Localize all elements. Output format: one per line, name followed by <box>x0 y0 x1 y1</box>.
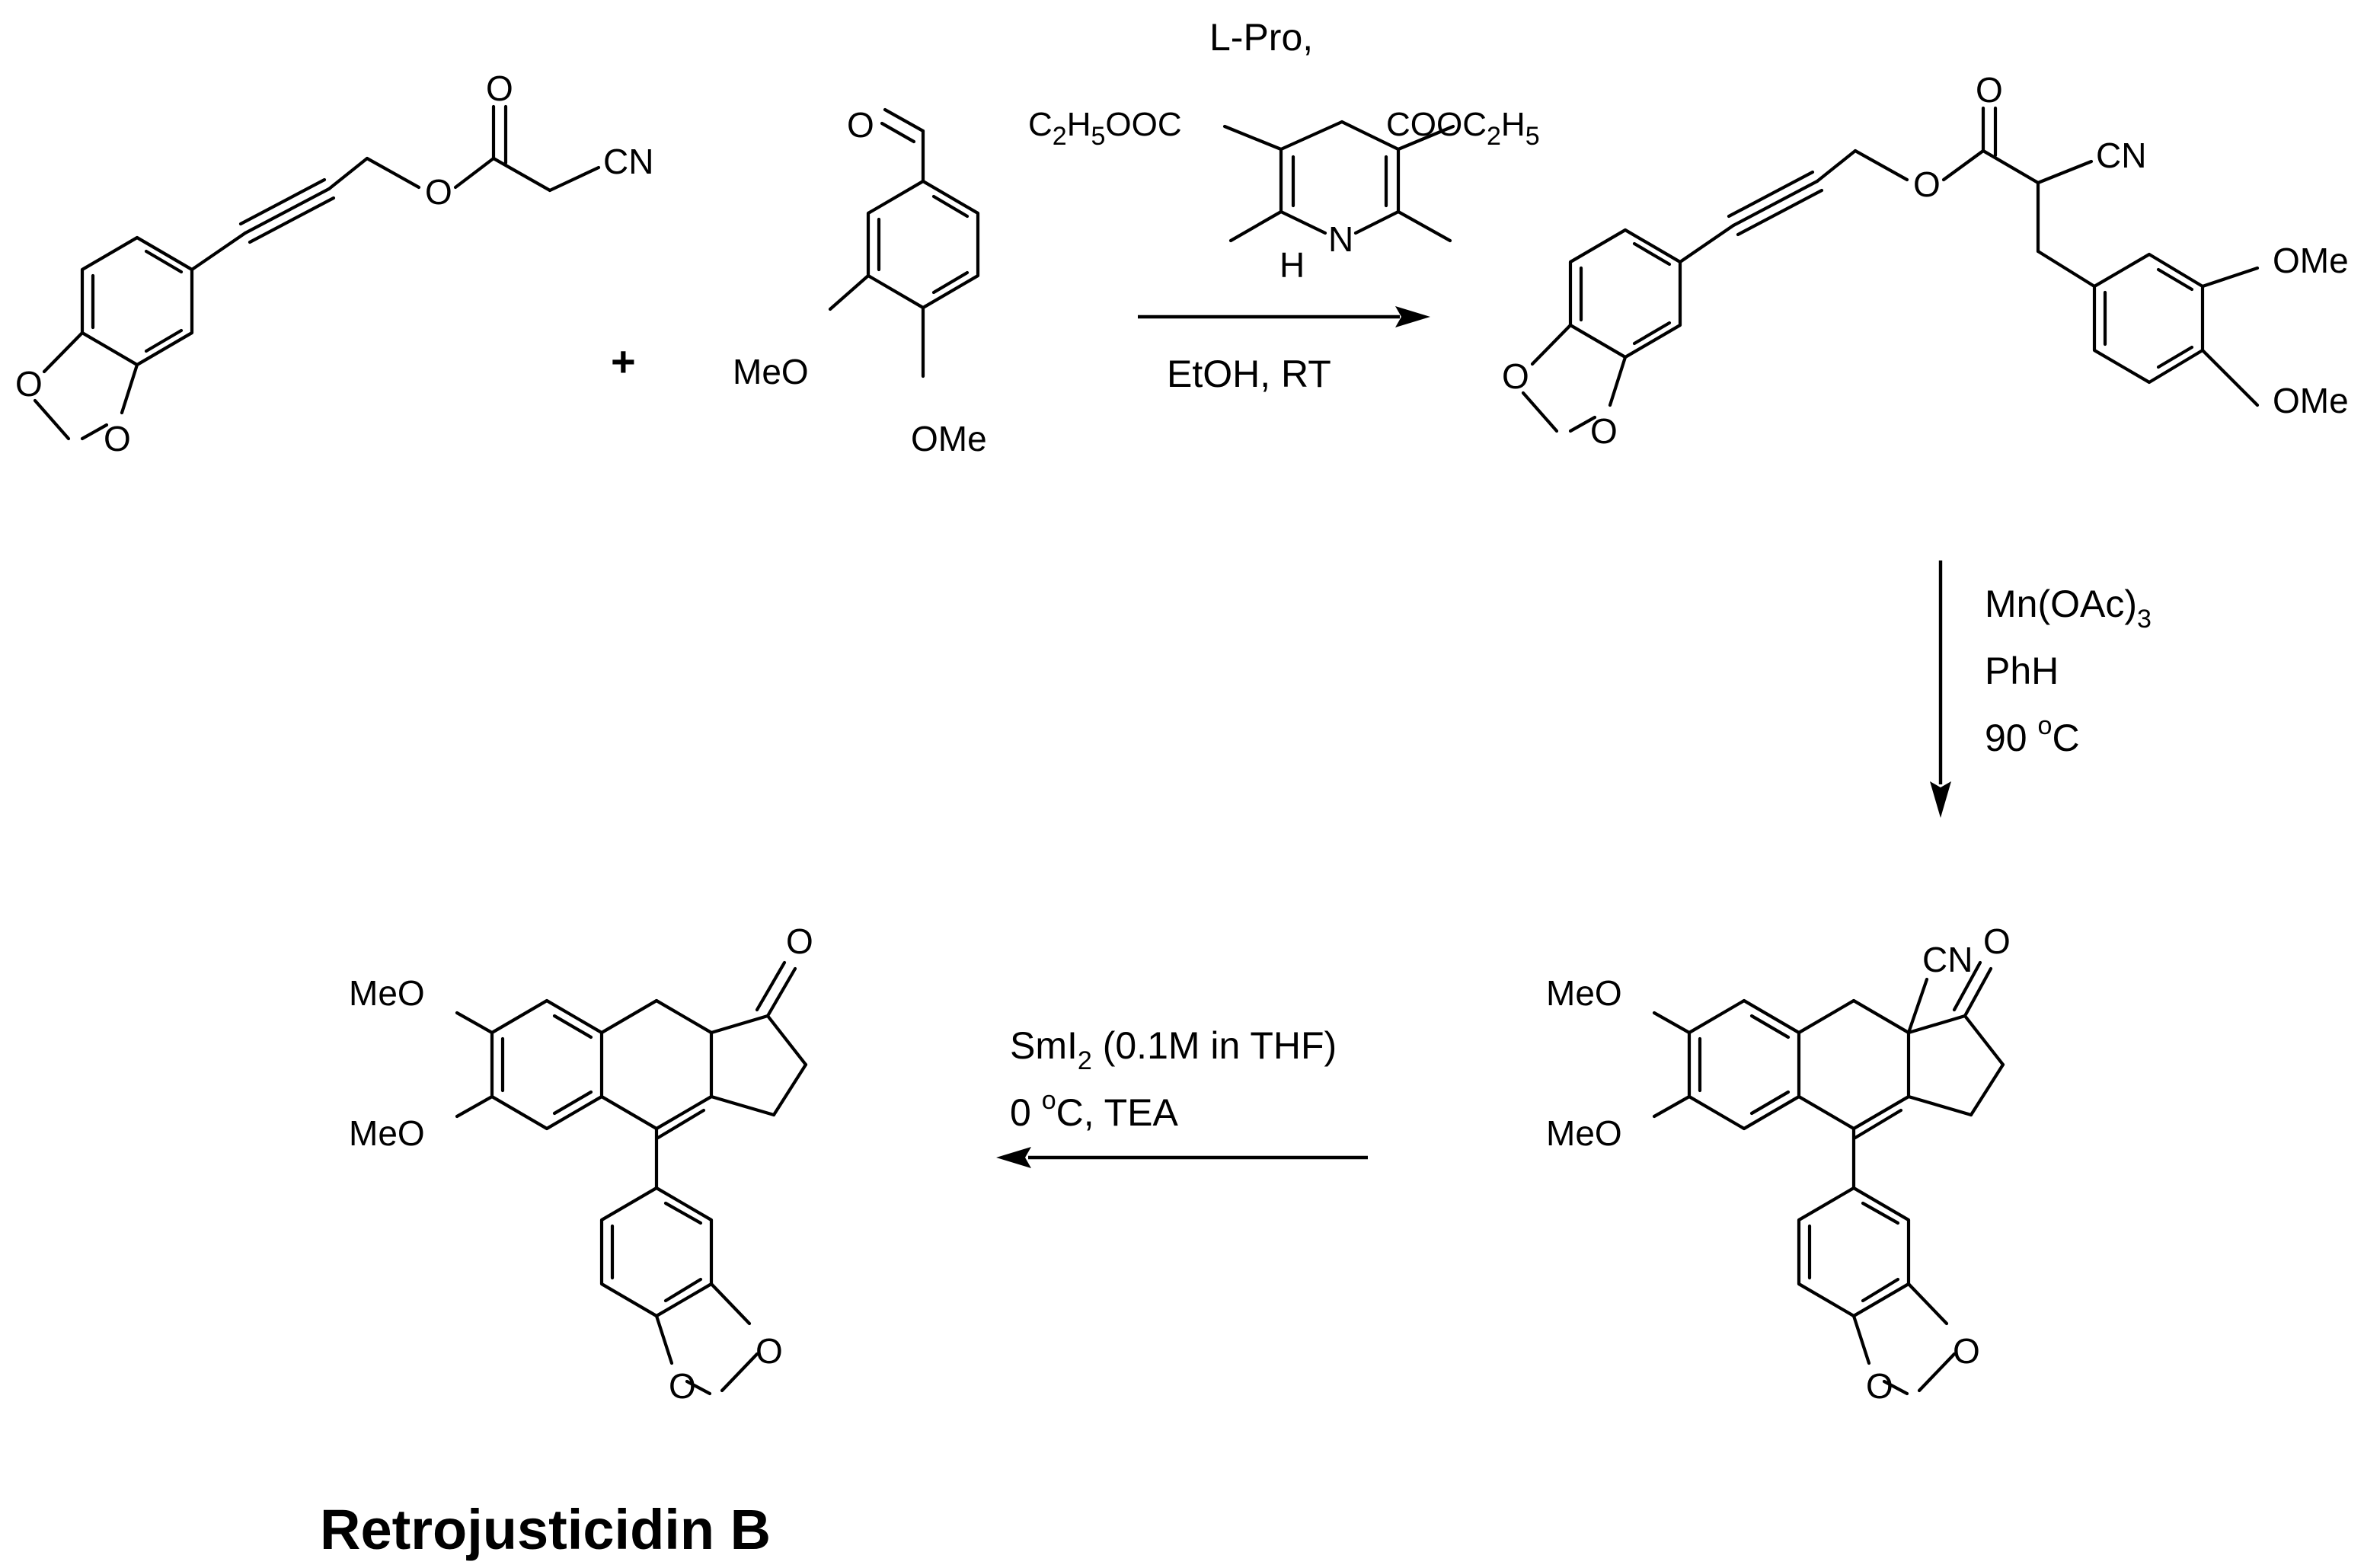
cyclized-meo-top: MeO <box>1546 973 1622 1013</box>
reagent-1-cn: CN <box>603 142 653 181</box>
cyclized-cn: CN <box>1922 940 1973 979</box>
intermediate-dioxole-o1: O <box>1502 356 1529 396</box>
hantzsch-right-ester: COOC2H5 <box>1386 106 1540 151</box>
product-name: Retrojusticidin B <box>320 1498 771 1561</box>
reagent-2-structure: O MeO OMe <box>733 105 987 458</box>
product-ketone-o: O <box>786 921 813 961</box>
intermediate-ome-top: OMe <box>2273 241 2349 280</box>
intermediate-dioxole-o2: O <box>1590 411 1618 451</box>
arrow-3-conditions: 0 oC, TEA <box>1010 1086 1179 1134</box>
intermediate-ester-o: O <box>1913 164 1941 204</box>
cyclized-meo-bottom: MeO <box>1546 1113 1622 1153</box>
cyclized-dioxole-o1: O <box>1953 1331 1980 1371</box>
reaction-arrow-3 <box>996 1147 1368 1168</box>
intermediate-structure: O O CN OMe OMe O O <box>1502 70 2349 451</box>
hantzsch-left-ester: C2H5OOC <box>1028 106 1182 151</box>
intermediate-ome-bottom: OMe <box>2273 381 2349 420</box>
cyclized-dioxole-o2: O <box>1866 1366 1893 1406</box>
reagent-2-ome: OMe <box>911 419 987 458</box>
arrow-1-conditions: EtOH, RT <box>1167 353 1331 395</box>
plus-sign: + <box>611 337 636 385</box>
hantzsch-h: H <box>1279 245 1305 285</box>
reagent-1-dioxole-o2: O <box>104 419 131 458</box>
hantzsch-ester-structure <box>1222 120 1455 243</box>
reagent-2-meo: MeO <box>733 352 809 391</box>
reagent-1-structure: O O CN O O <box>15 69 653 458</box>
cyclized-ketone-o: O <box>1983 921 2011 961</box>
hantzsch-n: N <box>1328 219 1353 259</box>
intermediate-carbonyl-o: O <box>1976 70 2003 110</box>
cyclized-structure: MeO MeO CN O O O <box>1546 921 2011 1406</box>
reagent-1-carbonyl-o: O <box>486 69 513 108</box>
arrow-2-solvent: PhH <box>1985 650 2059 692</box>
reagent-1-dioxole-o1: O <box>15 364 43 404</box>
product-structure: MeO MeO O O O <box>349 921 813 1406</box>
product-dioxole-o1: O <box>756 1331 783 1371</box>
reaction-arrow-1 <box>1138 306 1430 327</box>
arrow-1-catalyst-label: L-Pro, <box>1209 16 1313 59</box>
intermediate-cn: CN <box>2096 136 2146 175</box>
arrow-2-reagent: Mn(OAc)3 <box>1985 583 2152 634</box>
reagent-2-aldehyde-o: O <box>847 105 874 145</box>
product-meo-bottom: MeO <box>349 1113 425 1153</box>
arrow-3-reagent: SmI2 (0.1M in THF) <box>1010 1024 1337 1075</box>
reaction-arrow-2 <box>1930 560 1951 818</box>
arrow-2-temperature: 90 oC <box>1985 711 2080 759</box>
product-meo-top: MeO <box>349 973 425 1013</box>
reagent-1-ester-o: O <box>425 172 452 212</box>
product-dioxole-o2: O <box>669 1366 696 1406</box>
